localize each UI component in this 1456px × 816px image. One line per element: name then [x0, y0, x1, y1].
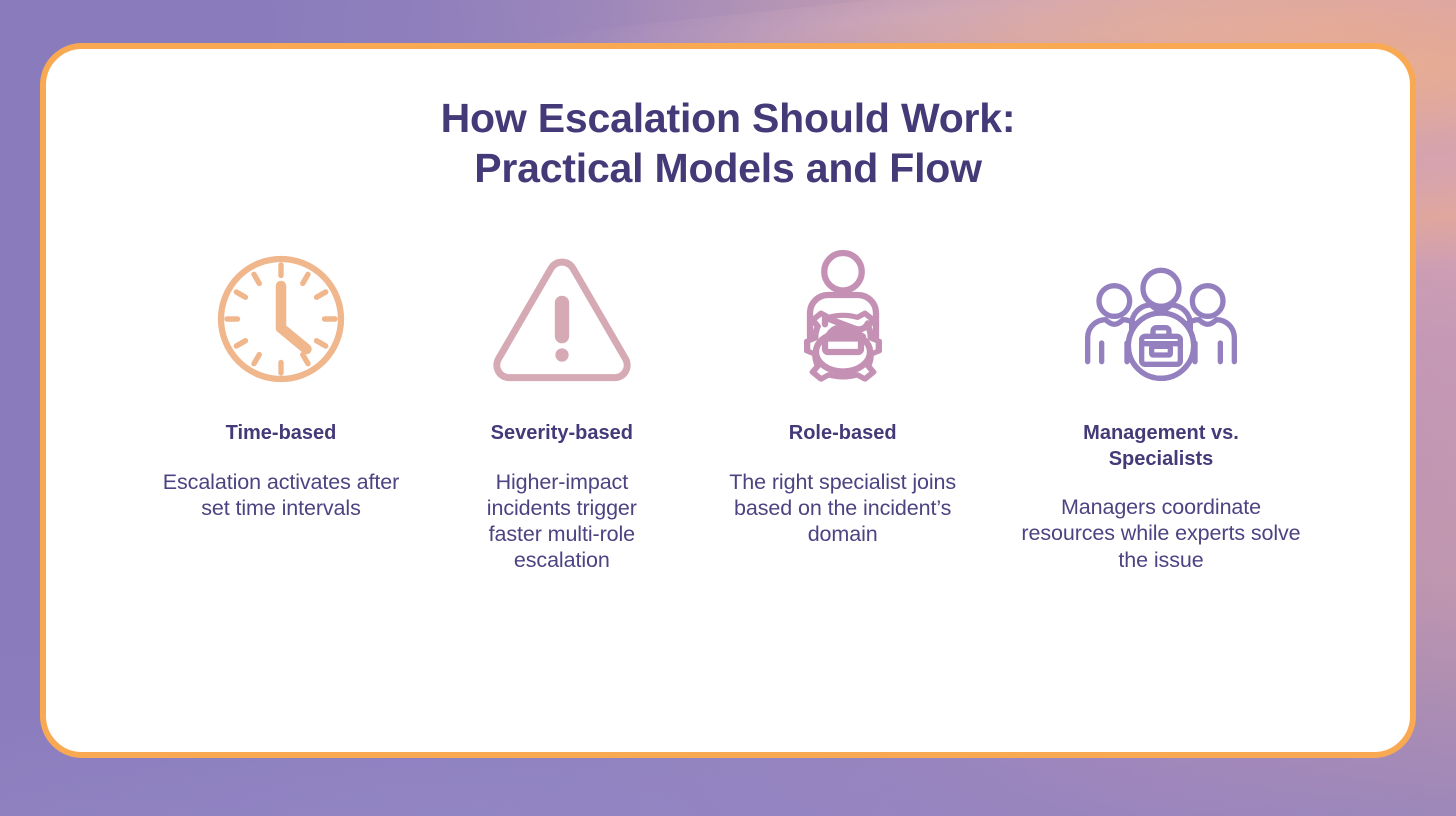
- person-gear-icon: [763, 239, 923, 399]
- column-body: Escalation activates after set time inte…: [162, 469, 400, 520]
- slide-title-line-1: How Escalation Should Work:: [440, 95, 1016, 141]
- escalation-model-columns: Time-based Escalation activates after se…: [46, 239, 1410, 573]
- column-role-based: Role-based The right specialist joins ba…: [712, 239, 974, 573]
- slide-title: How Escalation Should Work: Practical Mo…: [46, 93, 1410, 193]
- column-management-vs-specialists: Management vs. Specialists Managers coor…: [1016, 239, 1306, 573]
- column-body: Higher-impact incidents trigger faster m…: [486, 469, 637, 573]
- content-card: How Escalation Should Work: Practical Mo…: [40, 43, 1416, 758]
- column-severity-based: Severity-based Higher-impact incidents t…: [454, 239, 669, 573]
- column-body: The right specialist joins based on the …: [729, 469, 957, 547]
- column-title: Time-based: [225, 422, 337, 445]
- column-body: Managers coordinate resources while expe…: [1021, 495, 1301, 572]
- column-time-based: Time-based Escalation activates after se…: [150, 239, 412, 573]
- column-title: Management vs. Specialists: [1083, 422, 1239, 470]
- warning-triangle-icon: [482, 239, 642, 399]
- slide-title-line-2: Practical Models and Flow: [474, 145, 982, 192]
- column-title: Severity-based: [490, 422, 633, 445]
- column-title: Role-based: [788, 422, 897, 445]
- team-briefcase-icon: [1081, 239, 1241, 399]
- clock-icon: [201, 239, 361, 399]
